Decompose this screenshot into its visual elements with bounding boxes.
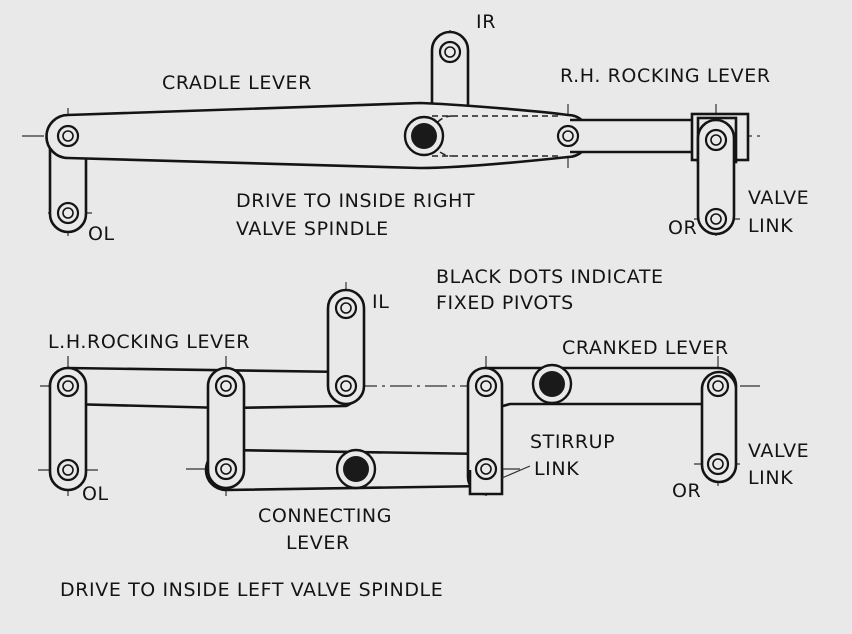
- cranked-fixed-pivot: [539, 371, 565, 397]
- connecting-lever-label-2: LEVER: [286, 532, 350, 554]
- cradle-lever-label: CRADLE LEVER: [162, 72, 312, 94]
- note-line-1: BLACK DOTS INDICATE: [436, 266, 664, 288]
- cradle-fixed-pivot: [411, 123, 437, 149]
- rocking-link-upper-pin-inner: [220, 380, 232, 392]
- top-valve-link-label-1: VALVE: [748, 187, 809, 209]
- note: BLACK DOTS INDICATE FIXED PIVOTS: [436, 266, 664, 314]
- drive-left-label: DRIVE TO INSIDE LEFT VALVE SPINDLE: [60, 579, 443, 601]
- top-or-label: OR: [668, 217, 697, 239]
- ir-label: IR: [476, 11, 496, 33]
- cranked-valve-pin-inner: [712, 380, 724, 392]
- ol-bottom-pin-inner: [62, 464, 74, 476]
- il-label: IL: [372, 291, 389, 313]
- ol-pin-inner: [62, 207, 74, 219]
- note-line-2: FIXED PIVOTS: [436, 292, 574, 314]
- rocking-link-lower-pin-inner: [220, 463, 232, 475]
- connecting-lever-label-1: CONNECTING: [258, 505, 392, 527]
- rh-rocking-lever-label: R.H. ROCKING LEVER: [560, 65, 771, 87]
- top-ol-label: OL: [88, 223, 115, 245]
- top-valve-link-label-2: LINK: [748, 215, 793, 237]
- lh-rocking-ol-pin-inner: [62, 380, 74, 392]
- stirrup-link-label-2: LINK: [534, 458, 579, 480]
- ir-pin-inner: [444, 46, 456, 58]
- or-bottom-pin-inner: [712, 458, 724, 470]
- connecting-fixed-pivot: [343, 456, 369, 482]
- valve-link-upper-pin-inner: [710, 134, 722, 146]
- cranked-lever: [484, 366, 738, 410]
- rocking-to-connecting-link: [206, 366, 246, 490]
- stirrup-lower-pin-inner: [480, 463, 492, 475]
- stirrup-upper-pin-inner: [480, 380, 492, 392]
- bottom-assembly: IL L.H.ROCKING LEVER CRANKED LEVER STIRR…: [38, 282, 809, 601]
- stirrup-link-label-1: STIRRUP: [530, 431, 615, 453]
- top-assembly: CRADLE LEVER IR R.H. ROCKING LEVER OL OR…: [22, 11, 809, 245]
- cranked-lever-label: CRANKED LEVER: [562, 337, 729, 359]
- or-pin-inner: [710, 213, 722, 225]
- bottom-valve-link-label-2: LINK: [748, 467, 793, 489]
- cradle-lever: [45, 101, 591, 170]
- drive-right-label-1: DRIVE TO INSIDE RIGHT: [236, 190, 475, 212]
- rocking-lever-pin-inner: [562, 130, 574, 142]
- cradle-ol-pin-inner: [62, 130, 74, 142]
- bottom-valve-link-label-1: VALVE: [748, 440, 809, 462]
- or-bottom-valve-link: [700, 370, 738, 484]
- il-link: [326, 288, 366, 406]
- il-pin-inner: [340, 302, 352, 314]
- il-lower-pin-inner: [340, 380, 352, 392]
- bottom-or-label: OR: [672, 480, 701, 502]
- lh-rocking-lever-label: L.H.ROCKING LEVER: [48, 331, 250, 353]
- or-valve-link: [696, 118, 736, 236]
- ol-bottom-link: [48, 366, 88, 492]
- drive-right-label-2: VALVE SPINDLE: [236, 218, 389, 240]
- stirrup-leader-line: [501, 465, 531, 479]
- bottom-ol-label: OL: [82, 483, 109, 505]
- lh-rocking-lever: [48, 366, 360, 410]
